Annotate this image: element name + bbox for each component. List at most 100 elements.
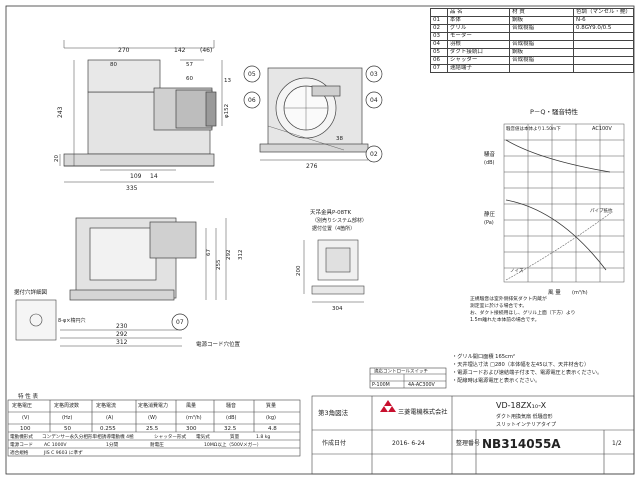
title-desc-2: スリットインテリアタイプ	[496, 421, 556, 428]
hole-detail	[15, 299, 57, 341]
spec-r2-1: コンデンサー永久分相形単相誘導電動機 4極	[42, 433, 134, 440]
spec-u-5: (dB)	[226, 415, 237, 421]
accessory-304: 304	[332, 306, 343, 312]
spec-v-4: 300	[186, 426, 197, 432]
title-drawing-label: 整理番号	[456, 439, 480, 447]
spec-h-2: 定格電流	[96, 402, 116, 409]
parts-color: 0.8GY9.0/0.5	[572, 24, 635, 33]
pq-pressure-label: 静圧	[484, 210, 496, 218]
accessory-view	[303, 239, 365, 303]
parts-name: ダクト接続口	[446, 48, 511, 57]
pq-note-1: 測定室に於ける場合です。	[470, 302, 527, 309]
parts-name: モーター	[446, 32, 511, 41]
parts-header-material: 材 質	[509, 8, 574, 17]
spec-r2-4: 質量	[230, 433, 240, 440]
spec-u-1: (Hz)	[62, 415, 72, 421]
accessory-sub2: 据付位置（4箇所）	[312, 225, 355, 232]
parts-color	[572, 48, 635, 57]
dim-230: 230	[116, 323, 128, 330]
pq-chart-power: AC100V	[592, 126, 612, 132]
dim-243: 243	[57, 106, 64, 118]
dim-292-vert: 292	[226, 250, 232, 261]
spec-note-2: ・電源コードおよび速結端子付まで、電源電圧と表示ください。	[452, 368, 602, 376]
spec-u-4: (m³/h)	[186, 415, 202, 421]
balloon-05: 05	[248, 71, 256, 78]
spec-note-3: ・配線時は電源電圧と表示ください。	[452, 376, 540, 384]
spec-note-0: ・グリル開口面積 165cm²	[452, 352, 515, 360]
parts-material	[509, 32, 574, 41]
bottom-view	[60, 217, 227, 347]
parts-no: 06	[430, 56, 448, 65]
parts-no: 02	[430, 24, 448, 33]
balloon-06: 06	[248, 97, 256, 104]
parts-name: 速結端子	[446, 64, 511, 73]
dim-109: 109	[130, 173, 142, 180]
title-angle: 第3角図法	[318, 408, 349, 417]
dim-60: 60	[186, 76, 193, 82]
pq-curve-label-2: ノイズ	[510, 267, 524, 274]
title-date: 2016- 6-24	[392, 440, 425, 447]
spec-r4-0: 適合規格	[10, 449, 29, 456]
parts-name: シャッター	[446, 56, 511, 65]
title-company: 三菱電機株式会社	[398, 408, 448, 416]
spec-r3-1: AC 1000V	[44, 442, 67, 448]
parts-material: 合成樹脂	[509, 40, 574, 49]
spec-table-lines	[7, 399, 301, 457]
dim-20: 20	[54, 155, 60, 162]
spec-h-4: 風量	[186, 402, 196, 409]
dim-335: 335	[126, 185, 138, 192]
switch-cell-1: 4A-AC300V	[408, 382, 436, 388]
parts-color	[572, 32, 635, 41]
pq-note-0: 正規騒音は室外側排気ダクト内蔵が	[470, 295, 547, 302]
parts-material: 合成樹脂	[509, 56, 574, 65]
pq-chart-note: 騒音値は本体より1.50m下	[506, 125, 561, 132]
side-view	[259, 67, 369, 161]
mitsubishi-logo	[380, 400, 396, 412]
dim-255: 255	[216, 259, 222, 270]
dim-57: 57	[186, 62, 193, 68]
pq-chart	[503, 123, 625, 283]
parts-color	[572, 64, 635, 73]
parts-no: 05	[430, 48, 448, 57]
dim-312-vert: 312	[238, 250, 244, 261]
spec-u-2: (A)	[106, 415, 113, 421]
hole-detail-title: 据付穴詳細図	[14, 288, 48, 296]
spec-table-title: 特 性 表	[18, 392, 38, 400]
spec-v-0: 100	[20, 426, 31, 432]
pq-curve-label-1: パイプ抵抗	[590, 207, 613, 214]
parts-name: グリル	[446, 24, 511, 33]
balloon-02: 02	[370, 151, 378, 158]
spec-v-2: 0.255	[100, 426, 116, 432]
dim-phi152: φ152	[224, 104, 230, 118]
switch-cell-0: P-100M	[372, 382, 390, 388]
parts-color	[572, 56, 635, 65]
spec-r2-3: 電気式	[196, 433, 210, 440]
dim-14: 14	[150, 173, 158, 180]
balloon-03: 03	[370, 71, 378, 78]
parts-color: N-6	[572, 16, 635, 25]
spec-r3-3: 耐電圧	[150, 441, 164, 448]
accessory-sub: （別売りシステム部材）	[312, 217, 367, 224]
dim-270: 270	[118, 47, 130, 54]
accessory-title: 天吊金具P-08TK	[310, 208, 352, 216]
parts-header-name: 品 名	[446, 8, 511, 17]
spec-r3-2: 1分間	[106, 441, 119, 448]
title-desc-1: ダクト用換気扇 低騒音形	[496, 413, 553, 420]
spec-v-6: 4.8	[268, 426, 277, 432]
pq-pressure-unit: (Pa)	[484, 220, 494, 226]
switch-table-title: 適応コントロールスイッチ	[374, 368, 428, 375]
spec-v-5: 32.5	[224, 426, 237, 432]
spec-u-0: (V)	[22, 415, 29, 421]
dim-142: 142	[174, 47, 186, 54]
spec-h-6: 質量	[266, 402, 276, 409]
spec-h-3: 定格消費電力	[138, 402, 168, 409]
parts-material: 鋼板	[509, 48, 574, 57]
